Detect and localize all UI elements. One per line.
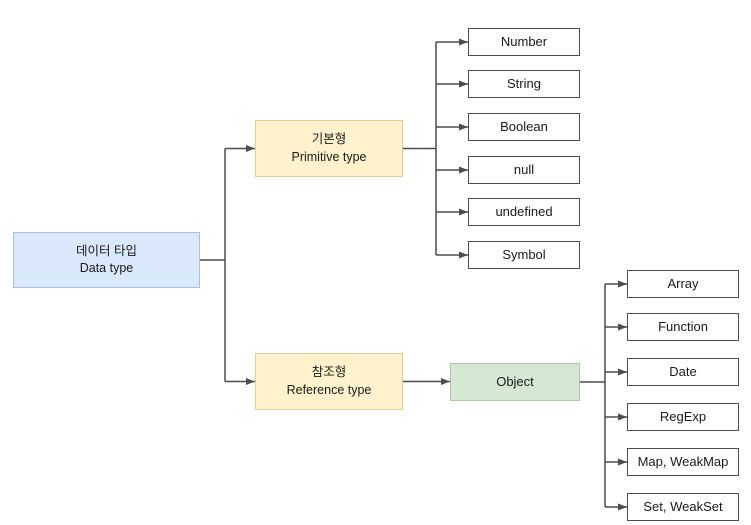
node-primitive-label-ko: 기본형 <box>311 132 347 147</box>
node-number: Number <box>468 28 580 56</box>
node-date-label: Date <box>669 364 697 380</box>
node-regexp-label: RegExp <box>659 409 707 425</box>
node-data-type: 데이터 타입 Data type <box>13 232 200 288</box>
node-symbol-label: Symbol <box>502 247 546 263</box>
node-function: Function <box>627 313 739 341</box>
node-undefined-label: undefined <box>495 204 553 220</box>
node-boolean: Boolean <box>468 113 580 141</box>
node-symbol: Symbol <box>468 241 580 269</box>
node-object: Object <box>450 363 580 401</box>
node-data-type-label-ko: 데이터 타입 <box>76 243 137 258</box>
node-map-weakmap-label: Map, WeakMap <box>637 454 729 470</box>
node-primitive-label-en: Primitive type <box>291 149 367 164</box>
node-date: Date <box>627 358 739 386</box>
node-boolean-label: Boolean <box>500 119 548 135</box>
node-regexp: RegExp <box>627 403 739 431</box>
node-undefined: undefined <box>468 198 580 226</box>
node-reference-label-ko: 참조형 <box>311 365 347 380</box>
node-null: null <box>468 156 580 184</box>
node-array-label: Array <box>667 276 699 292</box>
node-string-label: String <box>507 76 541 92</box>
node-set-weakset: Set, WeakSet <box>627 493 739 521</box>
node-null-label: null <box>513 162 535 178</box>
node-reference-type: 참조형 Reference type <box>255 353 403 410</box>
node-data-type-label-en: Data type <box>79 261 134 275</box>
node-object-label: Object <box>496 374 534 390</box>
node-number-label: Number <box>500 34 548 50</box>
node-primitive-type: 기본형 Primitive type <box>255 120 403 177</box>
node-string: String <box>468 70 580 98</box>
node-map-weakmap: Map, WeakMap <box>627 448 739 476</box>
node-reference-label-en: Reference type <box>286 382 372 397</box>
node-function-label: Function <box>658 319 708 335</box>
node-set-weakset-label: Set, WeakSet <box>643 499 723 515</box>
node-array: Array <box>627 270 739 298</box>
